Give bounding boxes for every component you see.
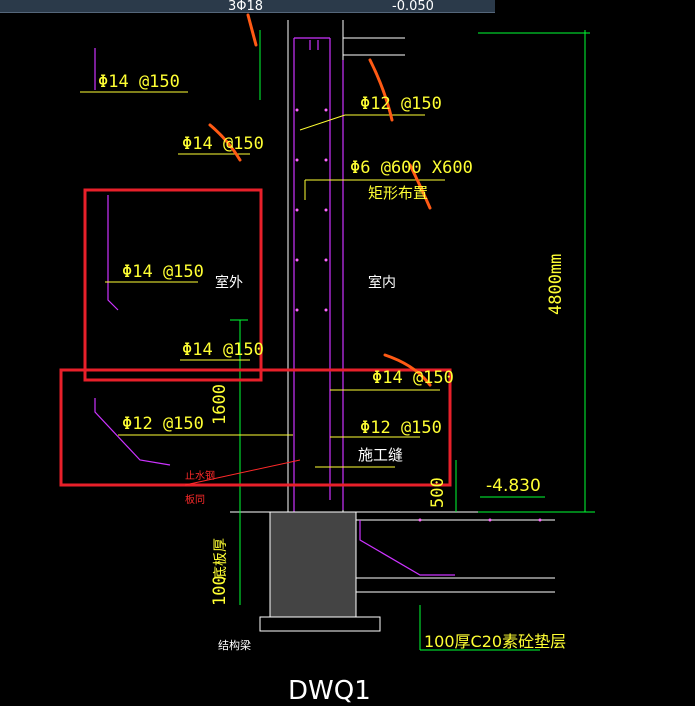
top-toolbar-strip <box>0 0 495 13</box>
rebar-tie: Φ6 @600 X600 <box>350 158 473 178</box>
drawing-title: DWQ1 <box>288 676 371 706</box>
top-rebar-label: 3Φ18 <box>228 0 264 14</box>
rebar-lines <box>94 37 455 576</box>
pile-footing <box>259 511 555 632</box>
sketch-marks <box>208 13 432 387</box>
dim-height: 4800mm <box>546 253 566 315</box>
leader-lines <box>80 91 445 468</box>
rebar-inner-base: Φ12 @150 <box>360 418 442 438</box>
structure-beam-label: 结构梁 <box>218 639 251 652</box>
rebar-inner-top: Φ12 @150 <box>360 94 442 114</box>
waterstop-label-2: 板同 <box>185 495 205 506</box>
note-lines <box>184 459 301 486</box>
bottom-slab-label: 底板厚 <box>213 538 229 580</box>
rebar-outer-mid: Φ14 @150 <box>182 134 264 154</box>
construction-joint-label: 施工缝 <box>358 446 404 464</box>
tie-note: 矩形布置 <box>368 184 429 202</box>
inside-label: 室内 <box>368 275 396 291</box>
highlight-boxes <box>59 188 452 487</box>
rebar-dots <box>295 108 542 522</box>
dim-100: 100 <box>210 575 230 606</box>
dim-1600: 1600 <box>210 384 230 425</box>
rebar-outer-box: Φ14 @150 <box>122 262 204 282</box>
waterstop-label: 止水钢 <box>185 471 215 482</box>
rebar-inner-low: Φ14 @150 <box>372 368 454 388</box>
rebar-outer-top: Φ14 @150 <box>98 72 180 92</box>
outside-label: 室外 <box>215 275 243 291</box>
rebar-outer-base: Φ12 @150 <box>122 414 204 434</box>
rebar-outer-low: Φ14 @150 <box>182 340 264 360</box>
cushion-label: 100厚C20素砼垫层 <box>424 632 567 651</box>
top-elevation-label: -0.050 <box>392 0 434 14</box>
elevation-label: -4.830 <box>486 476 541 496</box>
dim-500: 500 <box>428 477 448 508</box>
